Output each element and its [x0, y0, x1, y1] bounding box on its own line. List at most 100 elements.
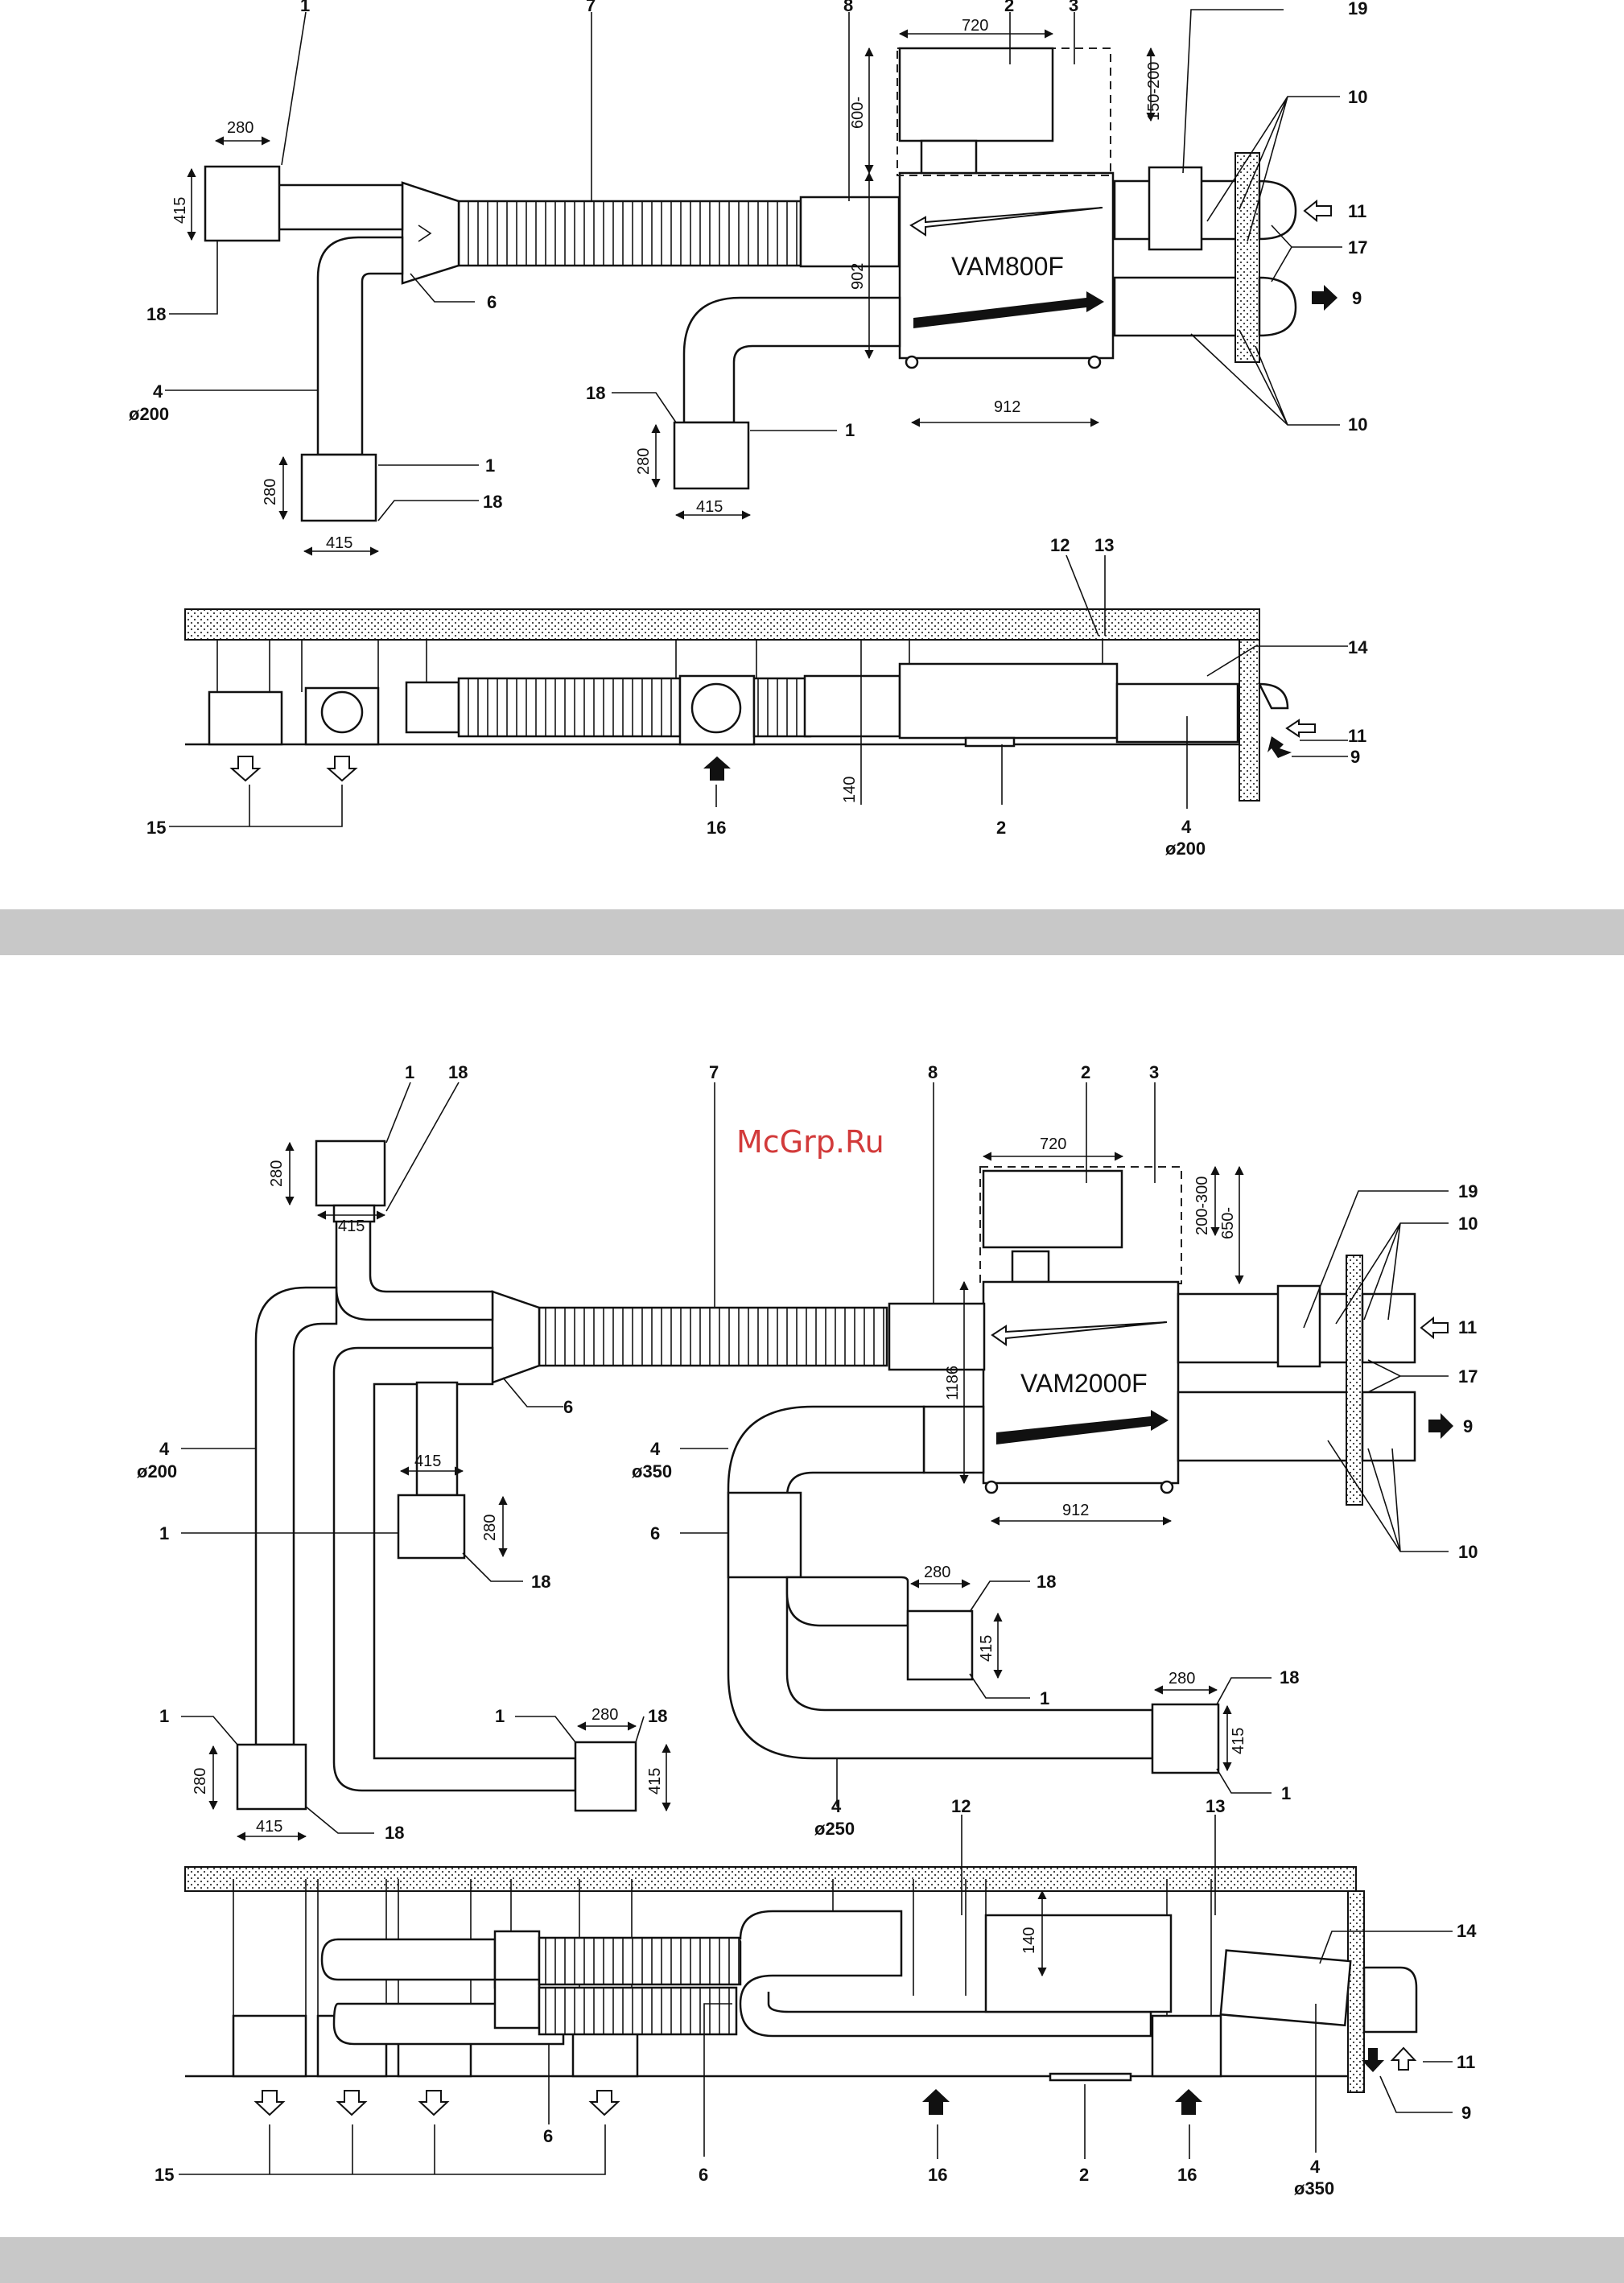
dim-600: 600- [849, 97, 867, 129]
section-flexible-duct [457, 677, 682, 738]
callout-b-grille-box-middle-left: 18 [531, 1572, 550, 1592]
watermark: McGrp.Ru [736, 1124, 884, 1160]
supply-duct-bend [682, 296, 901, 424]
callout-b-exhaust-air: 9 [1463, 1416, 1473, 1436]
dim-280-middle: 280 [635, 448, 653, 475]
dim-902: 902 [849, 263, 867, 290]
section2-control-panel [1049, 2072, 1132, 2082]
ceiling-slab [184, 608, 1260, 641]
callout-b-duct-bottom-diameter: ø250 [814, 1819, 855, 1839]
leader-line [385, 1082, 411, 1144]
leader-line [515, 1716, 576, 1743]
section-outdoor-air-in-arrow [1285, 719, 1316, 738]
callout-grille-middle: 1 [845, 420, 855, 440]
leader-line [169, 785, 343, 827]
branch-reducer-2 [491, 1290, 541, 1384]
unit-model-label-2: VAM2000F [1020, 1369, 1148, 1398]
section2-return-arrow-2 [1175, 2089, 1202, 2115]
unit-foot [905, 355, 919, 369]
dim-415-bottom-left: 415 [326, 534, 352, 552]
dim-b-650: 650- [1219, 1207, 1237, 1239]
callout-grille-bottom-left: 1 [485, 455, 495, 476]
dim-280-bottom-left: 280 [262, 479, 279, 505]
callout-grille-box-middle: 18 [586, 383, 605, 403]
leader-line [305, 1806, 374, 1834]
callout-section-4-diameter: ø200 [1165, 839, 1206, 859]
outdoor-duct-lower [1113, 276, 1249, 337]
section2-grille-right [1151, 2014, 1222, 2078]
supply-air-arrow [913, 291, 1104, 328]
dim-b-280-far-left: 280 [192, 1768, 209, 1795]
section2-duct-upper [320, 1938, 497, 1981]
dim-280: 280 [227, 119, 253, 137]
leader-line [179, 2124, 606, 2175]
section-flex-duct-2 [752, 677, 812, 738]
callout-duct-diameter: ø200 [129, 404, 169, 424]
supply-grille-arrow-2 [326, 756, 358, 782]
section-duct-round-1 [320, 690, 364, 734]
callout-b-wall-hood: 17 [1458, 1366, 1478, 1387]
left-upper-duct [335, 1218, 494, 1321]
dim-b-912: 912 [1062, 1502, 1089, 1519]
leader-line [462, 1552, 523, 1582]
leader-line [1216, 1677, 1272, 1705]
callout-b-duct-left: 4 [159, 1439, 170, 1459]
leader-line [281, 11, 307, 166]
callout-b-duct-left-diameter: ø200 [137, 1461, 177, 1481]
callout-b-grille-box-center-left: 18 [648, 1706, 667, 1726]
dim-b-415-far-left: 415 [256, 1818, 282, 1836]
dim-720: 720 [962, 17, 988, 35]
callout-outdoor-air: 11 [1348, 201, 1366, 221]
callout-b-outdoor-duct-upper: 10 [1458, 1214, 1478, 1234]
grille-top-left [204, 165, 281, 242]
callout-s2-13: 13 [1206, 1796, 1225, 1816]
branch-duct-bend-left [316, 236, 404, 456]
grille-bottom-far-left [236, 1743, 307, 1811]
dim-b-280-middle-left: 280 [481, 1514, 499, 1541]
top-connector [920, 139, 978, 175]
section2-wall-hood [1362, 1966, 1418, 2034]
grille-bottom-right [1151, 1703, 1220, 1774]
callout-b-grille-box-right-middle: 18 [1037, 1572, 1056, 1592]
section-outdoor-duct [1115, 682, 1239, 744]
section2-supply-arrow-2 [336, 2090, 368, 2116]
section-duct-round-2 [690, 682, 742, 734]
outdoor-air-in-arrow [1303, 199, 1332, 223]
ventilation-unit-body [898, 171, 1115, 360]
section2-flex-lower [538, 1986, 738, 2036]
unit-connector-box [799, 196, 901, 268]
outdoor-duct-upper-2 [1177, 1292, 1361, 1364]
callout-b-reducer: 6 [563, 1397, 573, 1417]
leader-line [1216, 1768, 1272, 1794]
unit-foot-2 [984, 1480, 999, 1494]
outer-wall-bottom [1346, 1255, 1363, 1506]
leader-line [169, 241, 218, 315]
section2-outlet-duct [1219, 1949, 1352, 2027]
top-connector-2 [1011, 1250, 1050, 1284]
leader-line [1335, 1222, 1449, 1325]
section2-supply-arrow-4 [588, 2090, 620, 2116]
callout-section-11: 11 [1348, 726, 1366, 746]
return-air-arrow [909, 207, 1103, 237]
left-long-duct [254, 1286, 338, 1746]
callout-connector: 8 [843, 0, 853, 15]
flexible-duct [457, 200, 802, 267]
callout-grille-box-bottom-left: 18 [483, 492, 502, 512]
dim-b-415-right-middle: 415 [978, 1635, 995, 1662]
section2-reducer-lower [493, 1978, 541, 2030]
callout-b-outdoor-air: 11 [1458, 1317, 1477, 1337]
section-grille-box-1 [208, 690, 283, 746]
callout-section-15: 15 [146, 818, 166, 838]
unit-foot [1087, 355, 1102, 369]
callout-control-box: 2 [1004, 0, 1014, 15]
control-box [898, 47, 1054, 142]
dim-150-200: 150-200 [1145, 62, 1163, 121]
leader-line [1303, 1190, 1449, 1329]
callout-section-14: 14 [1348, 637, 1368, 657]
unit-model-label: VAM800F [951, 252, 1064, 281]
separator-band-bottom [0, 2237, 1624, 2283]
grille-bottom-left [300, 453, 377, 522]
callout-b-control-box: 2 [1081, 1062, 1090, 1082]
callout-reducer: 6 [487, 292, 497, 312]
callout-b-grille-box: 18 [448, 1062, 468, 1082]
